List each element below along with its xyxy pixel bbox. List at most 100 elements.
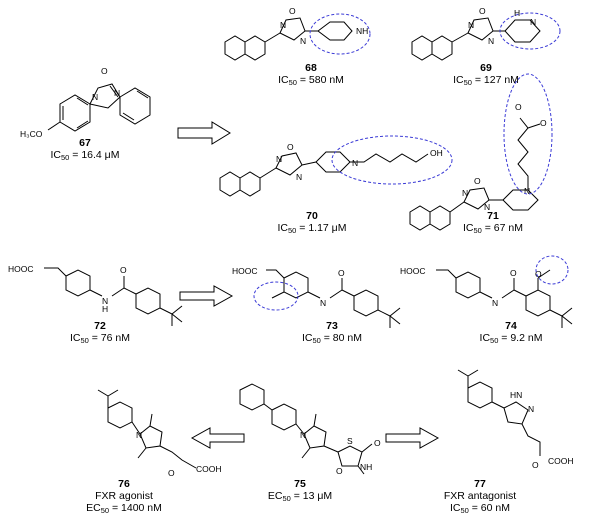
highlight-circle: [499, 12, 561, 50]
atom-n: N: [530, 17, 536, 27]
atom-hn: HN: [510, 390, 522, 400]
caption-72: 72 IC50 = 76 nM: [30, 320, 170, 347]
caption-74: 74 IC50 = 9.2 nM: [441, 320, 581, 347]
molecule-67: O N N H₃CO: [20, 66, 151, 139]
activity-value: IC50 = 60 nM: [450, 502, 510, 515]
atom-o: O: [515, 102, 522, 112]
activity-value: EC50 = 1400 nM: [86, 502, 162, 515]
atom-hooc: HOOC: [8, 264, 34, 274]
atom-oh: OH: [430, 148, 443, 158]
molecule-77: HN N O COOH: [457, 369, 574, 470]
compound-number: 68: [305, 62, 317, 74]
molecule-73: HOOC N O: [232, 266, 401, 328]
compound-number: 77: [474, 478, 486, 490]
atom-o: O: [374, 438, 381, 448]
atom-o: O: [338, 268, 345, 278]
atom-o: O: [336, 466, 343, 476]
atom-n: N: [280, 20, 286, 30]
atom-n: N: [352, 158, 358, 168]
atom-n: N: [524, 186, 530, 196]
atom-n: N: [468, 20, 474, 30]
atom-o: O: [535, 269, 542, 279]
compound-number: 72: [94, 320, 106, 332]
hollow-arrow-right: [385, 427, 440, 449]
compound-number: 73: [326, 320, 338, 332]
highlight-circle: [253, 281, 299, 311]
atom-cooh: COOH: [196, 464, 222, 474]
atom-o: O: [510, 268, 517, 278]
activity-value: IC50 = 127 nM: [453, 74, 519, 87]
atom-n: N: [528, 404, 534, 414]
atom-nh: NH: [360, 462, 372, 472]
activity-value: IC50 = 76 nM: [70, 332, 130, 345]
molecule-68: O N N NH: [224, 6, 371, 61]
atom-n: N: [462, 188, 468, 198]
atom-n: N: [492, 298, 498, 308]
activity-value: IC50 = 9.2 nM: [479, 332, 543, 345]
caption-75: 75 EC50 = 13 μM: [230, 478, 370, 505]
molecule-74: HOOC N O O: [400, 255, 573, 328]
atom-o: O: [289, 6, 296, 16]
atom-n: N: [300, 430, 306, 440]
caption-68: 68 IC50 = 580 nM: [241, 62, 381, 89]
atom-o: O: [168, 468, 175, 478]
atom-o: O: [532, 460, 539, 470]
molecule-72: HOOC N H O: [8, 264, 183, 326]
atom-h3co: H₃CO: [20, 129, 43, 139]
activity-value: IC50 = 580 nM: [278, 74, 344, 87]
compound-number: 74: [505, 320, 517, 332]
activity-value: IC50 = 67 nM: [463, 222, 523, 235]
highlight-circle: [331, 135, 453, 185]
caption-67: 67 IC50 = 16.4 μM: [15, 137, 155, 164]
molecule-69: O N N H N: [411, 6, 561, 61]
atom-h: H: [514, 8, 520, 18]
activity-value: IC50 = 1.17 μM: [277, 222, 347, 235]
atom-s: S: [347, 436, 353, 446]
activity-value: EC50 = 13 μM: [267, 490, 333, 503]
atom-o: O: [120, 265, 127, 275]
atom-n: N: [136, 430, 142, 440]
atom-n: N: [320, 298, 326, 308]
molecule-75: N S O NH O: [239, 383, 381, 476]
highlight-circle: [309, 13, 371, 55]
activity-value: IC50 = 16.4 μM: [50, 149, 120, 162]
hollow-arrow-left: [190, 427, 245, 449]
caption-69: 69 IC50 = 127 nM: [416, 62, 556, 89]
atom-o: O: [101, 66, 108, 76]
atom-n: N: [300, 36, 306, 46]
highlight-circle: [503, 73, 553, 195]
molecule-76: N O COOH: [97, 389, 222, 478]
atom-o: O: [479, 6, 486, 16]
molecule-71: O N N N O O: [409, 73, 553, 231]
atom-n: N: [276, 154, 282, 164]
atom-n: N: [114, 88, 120, 98]
hollow-arrow-right: [177, 121, 231, 145]
highlight-circle: [535, 255, 569, 285]
atom-hooc: HOOC: [400, 266, 426, 276]
compound-role: FXR agonist: [95, 490, 153, 502]
atom-hooc: HOOC: [232, 266, 258, 276]
atom-n: N: [102, 296, 108, 306]
atom-n: N: [488, 36, 494, 46]
atom-n: N: [92, 92, 98, 102]
compound-role: FXR antagonist: [443, 490, 517, 502]
atom-n: N: [484, 202, 490, 212]
atom-o: O: [287, 142, 294, 152]
atom-nh: NH: [356, 26, 368, 36]
atom-o: O: [474, 176, 481, 186]
atom-cooh: COOH: [548, 456, 574, 466]
compound-number: 71: [487, 210, 499, 222]
compound-number: 67: [79, 137, 91, 149]
compound-number: 69: [480, 62, 492, 74]
caption-70: 70 IC50 = 1.17 μM: [242, 210, 382, 237]
hollow-arrow-right: [179, 285, 234, 307]
compound-number: 70: [306, 210, 318, 222]
atom-h: H: [102, 304, 108, 314]
caption-77: 77 FXR antagonist IC50 = 60 nM: [410, 478, 550, 517]
compound-number: 75: [294, 478, 306, 490]
molecule-70: O N N N OH: [219, 135, 453, 197]
caption-73: 73 IC50 = 80 nM: [262, 320, 402, 347]
caption-76: 76 FXR agonist EC50 = 1400 nM: [54, 478, 194, 517]
caption-71: 71 IC50 = 67 nM: [423, 210, 563, 237]
atom-o: O: [540, 118, 547, 128]
